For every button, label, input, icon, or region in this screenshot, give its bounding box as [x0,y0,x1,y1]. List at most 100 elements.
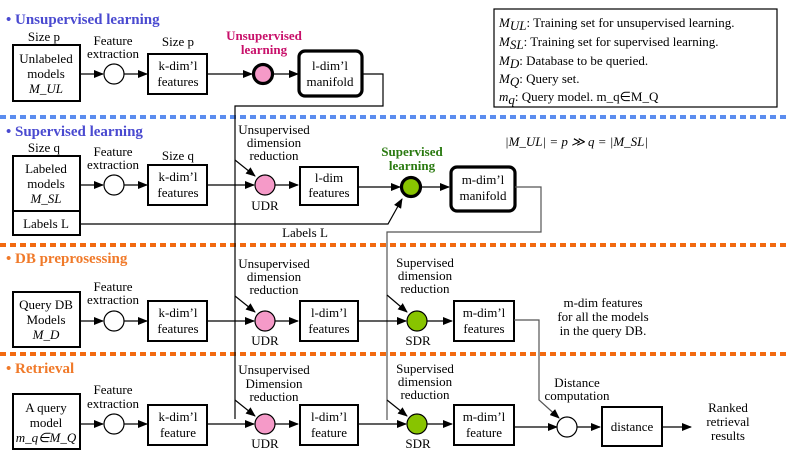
row3-ldim-line2: features [308,321,349,336]
row2-feature-extraction-node [103,174,125,196]
row1-fe-label-1: Feature [94,33,133,48]
row2-ldim-features-box [299,166,359,206]
size-relation: |M_UL| = p ≫ q = |M_SL| [505,134,648,149]
row2-kdim-line2: features [157,185,198,200]
distance-box [601,406,663,447]
row4-feature-extraction-node [103,413,125,435]
mdim-manifold-line2: manifold [460,188,507,203]
mdim-manifold-box [449,165,517,213]
row3-udr-node [254,310,276,332]
row1-kdim-line1: k-dim’l [159,58,198,73]
row3-mdim-line2: features [463,321,504,336]
legend-row-4: MQ: Query set. [498,71,580,89]
query-db-line3: M_D [32,327,60,342]
labels-line-text: Labels L [282,225,328,240]
db-note-line3: in the query DB. [560,323,647,338]
row2-size-input: Size q [28,140,61,155]
row1-feature-extraction-node [103,63,125,85]
query-db-models-box [12,291,81,348]
row3-sdr-node [406,310,428,332]
row1-size-input: Size p [28,29,60,44]
query-model-line1: A query [25,400,67,415]
udr-manifold-connector [234,73,384,419]
labels-box-text: Labels L [23,216,69,231]
supervised-learning-node [399,175,423,199]
mdim-manifold-line1: m-dim’l [462,172,505,187]
legend-row-3: MD: Database to be queried. [498,53,648,71]
row3-feature-extraction-node [103,310,125,332]
row4-udr-label-1: Unsupervised [238,362,310,377]
row4-mdim-line1: m-dim’l [463,409,506,424]
row1-fe-label-2: extraction [87,46,139,61]
row2-udr-label-3: reduction [249,148,299,163]
query-model-box [12,393,81,450]
unsupervised-learning-label-1: Unsupervised [226,28,303,43]
row4-mdim-feature-box [453,404,515,446]
unlabeled-models-line1: Unlabeled [19,51,73,66]
distance-computation-node [556,416,578,438]
row3-kdim-line2: features [157,321,198,336]
db-note-line2: for all the models [557,309,648,324]
row1-kdim-line2: features [157,74,198,89]
row2-udr-label-2: dimension [247,135,302,150]
legend-row-5: mq: Query model. m_q∈M_Q [499,89,659,107]
labeled-models-line2: models [27,176,65,191]
legend-row-1: MUL: Training set for unsupervised learn… [498,15,734,33]
legend-box: MUL: Training set for unsupervised learn… [493,8,778,108]
row2-ldim-line1: l-dim [315,170,343,185]
row4-fe-label-2: extraction [87,396,139,411]
row4-fe-label-1: Feature [94,382,133,397]
unlabeled-models-line3: M_UL [28,81,63,96]
row3-ldim-line1: l-dim’l [311,305,347,320]
row4-udr-node [254,413,276,435]
unlabeled-models-box [12,44,81,102]
row4-sdr-label-3: reduction [400,387,450,402]
section-title-supervised: • Supervised learning [6,124,143,140]
row4-ldim-line1: l-dim’l [311,409,347,424]
results-line3: results [711,428,745,443]
query-model-line3: m_q∈M_Q [16,430,77,445]
row4-udr-text: UDR [251,436,279,451]
row4-kdim-feature-box [147,404,208,446]
row4-kdim-line1: k-dim’l [159,409,198,424]
supervised-learning-label-1: Supervised [381,144,443,159]
ldim-manifold-line1: l-dim’l [312,58,348,73]
section-title-unsupervised: • Unsupervised learning [6,12,160,28]
labels-connector [80,198,403,225]
row3-udr-label-1: Unsupervised [238,256,310,271]
row2-size-feat: Size q [162,148,195,163]
unlabeled-models-line2: models [27,66,65,81]
unsupervised-learning-label-2: learning [241,42,288,57]
row3-kdim-line1: k-dim’l [159,305,198,320]
distance-box-text: distance [611,419,654,434]
unsupervised-learning-node [251,62,275,86]
query-db-line1: Query DB [19,297,73,312]
section-title-db: • DB preprosessing [6,251,128,267]
row2-ldim-line2: features [308,185,349,200]
query-db-line2: Models [27,312,66,327]
row3-sdr-label-1: Supervised [396,255,454,270]
labeled-models-line3: M_SL [29,191,61,206]
row2-udr-label-1: Unsupervised [238,122,310,137]
db-note-line1: m-dim features [563,295,642,310]
row4-mdim-line2: feature [466,425,502,440]
row4-ldim-feature-box [299,404,359,446]
ldim-manifold-line2: manifold [307,74,354,89]
row1-size-feat: Size p [162,34,194,49]
legend-row-2: MSL: Training set for supervised learnin… [498,34,719,52]
row3-fe-label-2: extraction [87,292,139,307]
row3-udr-label-2: dimension [247,269,302,284]
row3-mdim-line1: m-dim’l [463,305,506,320]
section-title-retrieval: • Retrieval [6,361,74,377]
row3-udr-label-3: reduction [249,282,299,297]
row3-kdim-features-box [147,300,208,342]
row3-sdr-text: SDR [405,333,431,348]
row4-sdr-text: SDR [405,436,431,451]
row4-ldim-line2: feature [311,425,347,440]
results-line1: Ranked [708,400,748,415]
row3-fe-label-1: Feature [94,279,133,294]
row2-kdim-features-box [147,164,208,206]
row3-sdr-label-3: reduction [400,281,450,296]
